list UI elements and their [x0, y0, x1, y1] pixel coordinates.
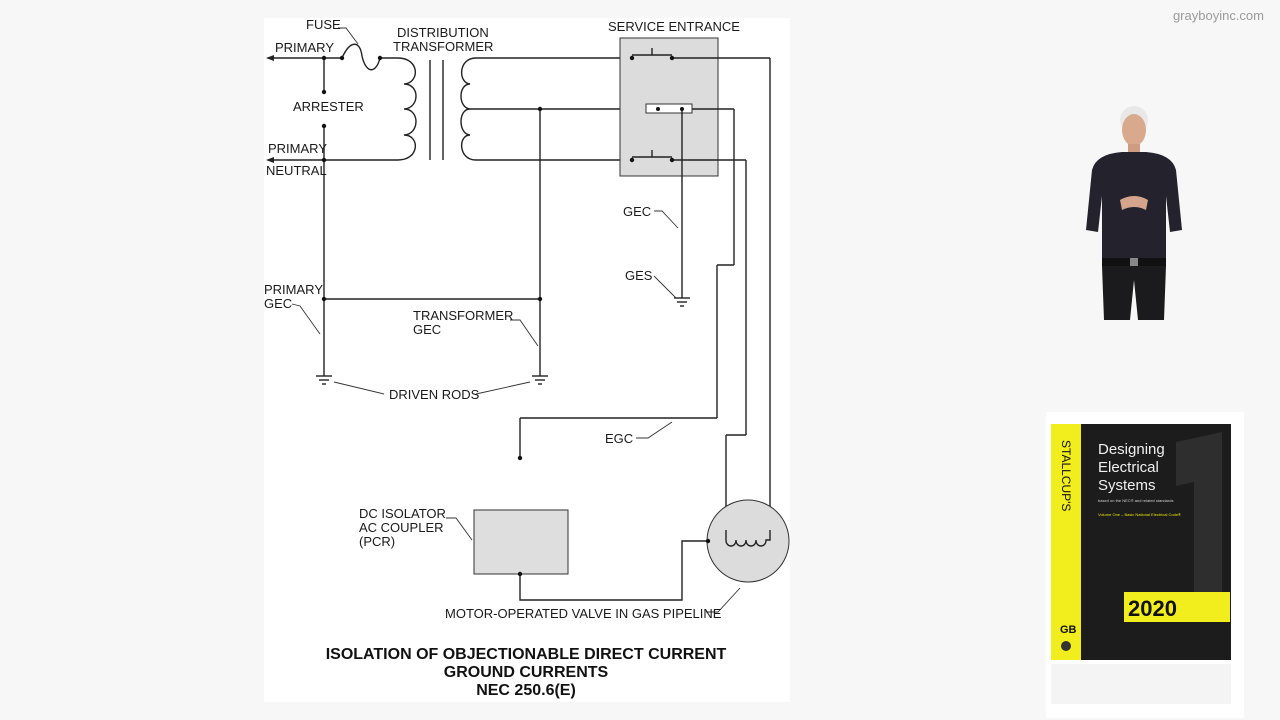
label-motor-valve: MOTOR-OPERATED VALVE IN GAS PIPELINE	[445, 606, 722, 621]
book-spine-text: STALLCUP'S	[1059, 440, 1073, 511]
motor-coil	[725, 530, 771, 547]
presenter-icon	[1086, 106, 1182, 320]
diagram-svg: FUSE DISTRIBUTION TRANSFORMER SERVICE EN…	[264, 18, 790, 699]
leader-ges	[653, 275, 677, 299]
primary-coil	[397, 57, 417, 161]
label-transformer-gec-2: GEC	[413, 322, 441, 337]
book-year: 2020	[1128, 596, 1177, 621]
label-driven-rods: DRIVEN RODS	[389, 387, 480, 402]
label-distribution-1: DISTRIBUTION	[397, 25, 489, 40]
book-spine-yellow	[1051, 424, 1081, 660]
label-gec: GEC	[623, 204, 651, 219]
leader-egc	[636, 421, 673, 439]
book-seal-icon	[1061, 641, 1071, 651]
book-title-2: Electrical	[1098, 459, 1159, 476]
leader-dc-isolator	[446, 517, 473, 541]
label-primary-neutral-2: NEUTRAL	[266, 163, 327, 178]
label-dc-isolator-3: (PCR)	[359, 534, 395, 549]
caption: ISOLATION OF OBJECTIONABLE DIRECT CURREN…	[326, 646, 727, 699]
primary-arrow	[266, 55, 274, 61]
leader-lines	[291, 27, 741, 613]
label-arrester: ARRESTER	[293, 99, 364, 114]
ground-symbols	[316, 297, 690, 385]
label-ges: GES	[625, 268, 653, 283]
book-subtitle: based on the NEC® and related standards	[1098, 498, 1173, 503]
label-primary-neutral-1: PRIMARY	[268, 141, 327, 156]
ground-symbol-service	[674, 297, 690, 307]
book-cover: 2020 STALLCUP'S Designing Electrical Sys…	[1051, 424, 1231, 704]
leader-rods-left	[333, 381, 385, 395]
label-dc-isolator-1: DC ISOLATOR	[359, 506, 446, 521]
book-logo: GB	[1060, 624, 1077, 636]
book-volume: Volume One – Basic National Electrical C…	[1098, 512, 1181, 517]
leader-transformer-gec	[510, 319, 539, 347]
book-year-band	[1124, 592, 1230, 622]
book-title-1: Designing	[1098, 441, 1165, 458]
leader-gec	[654, 210, 679, 229]
label-transformer-gec-1: TRANSFORMER	[413, 308, 513, 323]
neutral-arrow	[266, 157, 274, 163]
book-reflection	[1051, 664, 1231, 704]
watermark: grayboyinc.com	[1172, 8, 1264, 23]
leader-fuse	[338, 27, 359, 45]
wiring	[266, 37, 790, 601]
label-primary: PRIMARY	[275, 40, 334, 55]
label-egc: EGC	[605, 431, 633, 446]
book-big-one	[1176, 432, 1222, 592]
leader-motor	[706, 587, 741, 613]
book-cover-panel: 2020 STALLCUP'S Designing Electrical Sys…	[1046, 412, 1244, 718]
label-primary-gec-2: GEC	[264, 296, 292, 311]
motor-circle	[706, 499, 790, 583]
diagram-labels: FUSE DISTRIBUTION TRANSFORMER SERVICE EN…	[264, 18, 740, 621]
caption-line-2: GROUND CURRENTS	[444, 664, 609, 681]
caption-line-1: ISOLATION OF OBJECTIONABLE DIRECT CURREN…	[326, 646, 727, 663]
label-distribution-2: TRANSFORMER	[393, 39, 493, 54]
pipeline-wire	[519, 540, 708, 601]
label-primary-gec-1: PRIMARY	[264, 282, 323, 297]
diagram-panel: FUSE DISTRIBUTION TRANSFORMER SERVICE EN…	[264, 18, 790, 702]
dc-isolator-box	[473, 509, 569, 575]
leader-rods-right	[475, 381, 531, 395]
leader-primary-gec	[291, 303, 321, 335]
primary-wire	[268, 43, 398, 71]
label-service-entrance: SERVICE ENTRANCE	[608, 19, 740, 34]
presenter-figure	[1062, 100, 1212, 330]
neutral-bar	[645, 103, 693, 114]
ground-symbol-primary	[316, 375, 332, 385]
label-fuse: FUSE	[306, 18, 341, 32]
book-title-3: Systems	[1098, 477, 1156, 494]
ground-symbol-transformer	[532, 375, 548, 385]
label-dc-isolator-2: AC COUPLER	[359, 520, 444, 535]
junction-dots	[321, 55, 711, 577]
caption-line-3: NEC 250.6(E)	[476, 682, 576, 699]
